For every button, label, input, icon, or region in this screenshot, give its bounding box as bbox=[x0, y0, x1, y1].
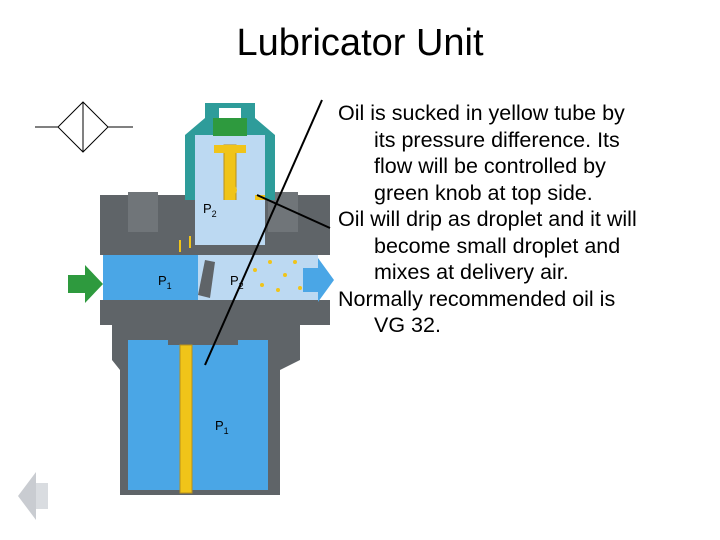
label-p2-top-sub: 2 bbox=[212, 209, 217, 219]
paragraph-2: Oil will drip as droplet and it will bec… bbox=[338, 206, 708, 286]
paragraph-1: Oil is sucked in yellow tube by its pres… bbox=[338, 100, 708, 206]
para1-line-3: flow will be controlled by bbox=[374, 154, 606, 178]
inlet-arrow-icon bbox=[68, 265, 103, 303]
para1-line-2: its pressure difference. Its bbox=[374, 127, 620, 152]
label-p1-left: P bbox=[158, 273, 167, 288]
label-p2-top: P bbox=[203, 201, 212, 216]
svg-text:P1: P1 bbox=[215, 418, 229, 436]
label-p1-bottom: P bbox=[215, 418, 224, 433]
para2-line-first: Oil will drip as droplet and it will bbox=[338, 207, 637, 231]
svg-text:P2: P2 bbox=[203, 201, 217, 219]
para1-line-first: Oil is sucked in yellow tube by bbox=[338, 101, 625, 125]
svg-text:P1: P1 bbox=[158, 273, 172, 291]
back-arrow-icon[interactable] bbox=[18, 472, 48, 520]
valve-body bbox=[100, 103, 330, 495]
pointer-line-1 bbox=[204, 99, 323, 366]
para3-line-2: VG 32. bbox=[374, 313, 441, 337]
label-p1-left-sub: 1 bbox=[167, 281, 172, 291]
label-p1-bottom-sub: 1 bbox=[224, 426, 229, 436]
outlet-arrow-icon bbox=[303, 258, 334, 302]
description-text: Oil is sucked in yellow tube by its pres… bbox=[338, 100, 708, 339]
svg-text:P2: P2 bbox=[230, 273, 244, 291]
page-title: Lubricator Unit bbox=[236, 22, 484, 64]
paragraph-3: Normally recommended oil is VG 32. bbox=[338, 286, 708, 339]
para1-line-4: green knob at top side. bbox=[374, 180, 593, 205]
para2-line-2: become small droplet and bbox=[374, 233, 621, 258]
para2-line-3: mixes at delivery air. bbox=[374, 260, 569, 284]
para3-line-first: Normally recommended oil is bbox=[338, 286, 616, 311]
label-p2-mid-sub: 2 bbox=[239, 281, 244, 291]
label-p2-mid: P bbox=[230, 273, 239, 288]
pointer-line-2 bbox=[256, 194, 331, 229]
lubricator-symbol-icon bbox=[35, 101, 133, 153]
